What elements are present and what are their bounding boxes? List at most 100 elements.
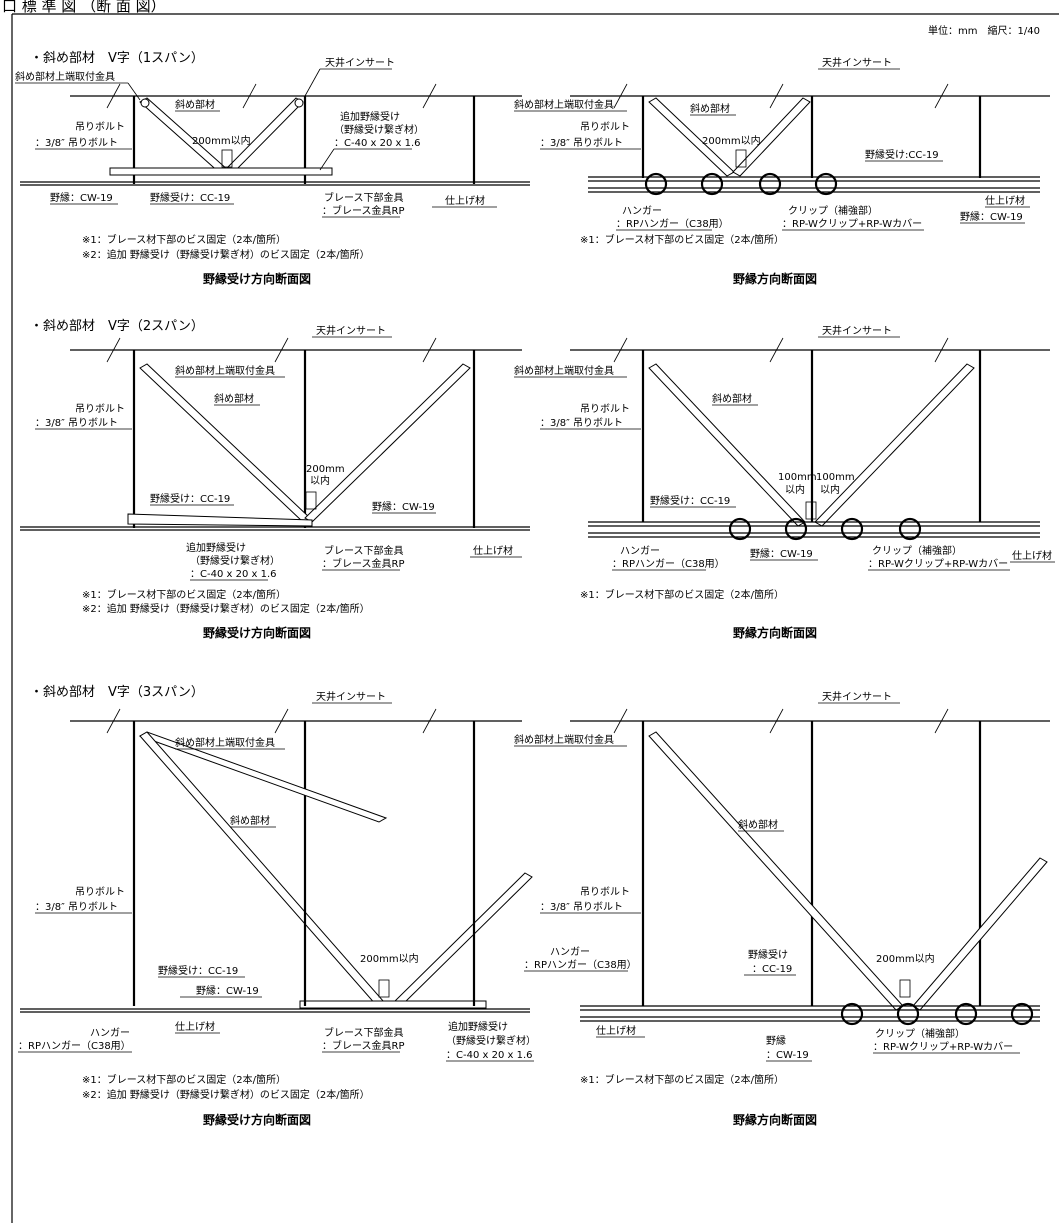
section-2-right-diagram: 天井インサート 斜め部材上端取付金具 斜め部材 吊りボルト ：3/8″ 吊りボル…: [514, 324, 1055, 640]
l2-within-a: 200mm: [306, 464, 345, 475]
l1-brace-top: 斜め部材上端取付金具: [15, 70, 115, 83]
l2-note2: ※2：追加 野縁受け（野縁受け繋ぎ材）のビス固定（2本/箇所）: [82, 602, 370, 615]
l2-brace-top: 斜め部材上端取付金具: [175, 364, 275, 377]
r2-clip1: クリップ（補強部）: [872, 544, 962, 557]
r2-insert: 天井インサート: [822, 324, 892, 337]
r3-nobuchiuke-a: 野縁受け: [748, 948, 788, 961]
r1-bolt2: ：3/8″ 吊りボルト: [540, 137, 623, 149]
l1-bl1: ブレース下部金具: [324, 191, 404, 204]
l2-nobuchi: 野縁：CW-19: [372, 500, 435, 513]
l2-brace: 斜め部材: [214, 392, 254, 405]
r3-clip1: クリップ（補強部）: [875, 1027, 965, 1040]
l3-nobuchi: 野縁：CW-19: [196, 984, 259, 997]
l1-note2: ※2：追加 野縁受け（野縁受け繋ぎ材）のビス固定（2本/箇所）: [82, 248, 370, 261]
section-1-left-diagram: 天井インサート 斜め部材上端取付金具 斜め部材 吊りボルト ：3/8″ 吊りボル…: [15, 56, 530, 286]
l3-within: 200mm以内: [360, 952, 419, 965]
l2-add2: （野縁受け繋ぎ材）: [190, 554, 280, 567]
r2-brace: 斜め部材: [712, 392, 752, 405]
l1-add3: ：C-40 x 20 x 1.6: [334, 138, 421, 149]
l3-add2: （野縁受け繋ぎ材）: [446, 1034, 536, 1047]
l3-insert: 天井インサート: [316, 690, 386, 703]
r3-bolt2: ：3/8″ 吊りボルト: [540, 901, 623, 913]
r3-nobuchiuke-b: ：CC-19: [752, 964, 792, 975]
r2-nobuchi: 野縁：CW-19: [750, 547, 813, 560]
r2-clip2: ：RP-Wクリップ+RP-Wカバー: [868, 558, 1008, 570]
section-1-heading: ・斜め部材 V字（1スパン）: [30, 51, 204, 66]
r1-brace: 斜め部材: [690, 102, 730, 115]
r3-brace-top: 斜め部材上端取付金具: [514, 733, 614, 746]
l1-add2: （野縁受け繋ぎ材）: [334, 123, 424, 136]
r1-clip2: ：RP-Wクリップ+RP-Wカバー: [782, 218, 922, 230]
r1-finish: 仕上げ材: [985, 194, 1025, 207]
r3-hanger1: ハンガー: [550, 946, 590, 958]
l3-title: 野縁受け方向断面図: [203, 1112, 311, 1127]
l1-title: 野縁受け方向断面図: [203, 271, 311, 286]
l1-bolt1: 吊りボルト: [75, 121, 125, 133]
r2-hanger1: ハンガー: [620, 545, 660, 557]
l1-nobuchi: 野縁：CW-19: [50, 191, 113, 204]
l2-add1: 追加野縁受け: [186, 541, 246, 554]
l1-add1: 追加野縁受け: [340, 110, 400, 123]
l2-bl1: ブレース下部金具: [324, 544, 404, 557]
r3-finish: 仕上げ材: [596, 1024, 636, 1037]
r1-brace-top: 斜め部材上端取付金具: [514, 98, 614, 111]
r3-clip2: ：RP-Wクリップ+RP-Wカバー: [873, 1041, 1013, 1053]
l3-finish: 仕上げ材: [175, 1020, 215, 1033]
r2-bolt2: ：3/8″ 吊りボルト: [540, 417, 623, 429]
r1-title: 野縁方向断面図: [733, 271, 817, 286]
l1-within: 200mm以内: [192, 134, 251, 147]
r2-w100b-r: 以内: [820, 483, 840, 496]
l2-bl2: ：ブレース金具RP: [322, 557, 404, 570]
l2-bolt2: ：3/8″ 吊りボルト: [35, 417, 118, 429]
l2-within-b: 以内: [310, 474, 330, 487]
r3-hanger2: ：RPハンガー（C38用）: [524, 959, 637, 971]
l3-brace: 斜め部材: [230, 814, 270, 827]
r3-insert: 天井インサート: [822, 690, 892, 703]
section-3-left-diagram: 天井インサート 斜め部材上端取付金具 斜め部材 吊りボルト ：3/8″ 吊りボル…: [18, 690, 536, 1127]
r3-brace: 斜め部材: [738, 818, 778, 831]
l2-nobuchiuke: 野縁受け：CC-19: [150, 492, 230, 505]
l1-finish: 仕上げ材: [445, 194, 485, 207]
l1-insert: 天井インサート: [325, 56, 395, 69]
l2-title: 野縁受け方向断面図: [203, 625, 311, 640]
r1-note1: ※1：ブレース材下部のビス固定（2本/箇所）: [580, 233, 784, 246]
l3-nobuchiuke: 野縁受け：CC-19: [158, 964, 238, 977]
l3-add3: ：C-40 x 20 x 1.6: [446, 1050, 533, 1061]
l2-add3: ：C-40 x 20 x 1.6: [190, 569, 277, 580]
r2-hanger2: ：RPハンガー（C38用）: [612, 558, 725, 570]
r2-nobuchiuke: 野縁受け：CC-19: [650, 494, 730, 507]
l3-note2: ※2：追加 野縁受け（野縁受け繋ぎ材）のビス固定（2本/箇所）: [82, 1088, 370, 1101]
r2-brace-top: 斜め部材上端取付金具: [514, 364, 614, 377]
section-3-right-diagram: 天井インサート 斜め部材上端取付金具 斜め部材 吊りボルト ：3/8″ 吊りボル…: [514, 690, 1050, 1127]
r1-insert: 天井インサート: [822, 56, 892, 69]
l1-note1: ※1：ブレース材下部のビス固定（2本/箇所）: [82, 233, 286, 246]
r2-title: 野縁方向断面図: [733, 625, 817, 640]
l3-bolt1: 吊りボルト: [75, 886, 125, 898]
l2-note1: ※1：ブレース材下部のビス固定（2本/箇所）: [82, 588, 286, 601]
l3-bolt2: ：3/8″ 吊りボルト: [35, 901, 118, 913]
r2-w100a-l: 100mm: [778, 472, 817, 483]
l3-hanger2: ：RPハンガー（C38用）: [18, 1040, 131, 1052]
l2-bolt1: 吊りボルト: [75, 403, 125, 415]
l1-brace: 斜め部材: [175, 98, 215, 111]
scale-note: 単位：mm 縮尺：1/40: [928, 24, 1040, 37]
r1-hanger1: ハンガー: [622, 205, 662, 217]
l3-hanger1: ハンガー: [90, 1027, 130, 1039]
l1-bolt2: ：3/8″ 吊りボルト: [35, 137, 118, 149]
section-2-heading: ・斜め部材 V字（2スパン）: [30, 319, 204, 334]
r1-hanger2: ：RPハンガー（C38用）: [616, 218, 729, 230]
r3-nobuchi-b: ：CW-19: [766, 1050, 809, 1061]
section-3-heading: ・斜め部材 V字（3スパン）: [30, 685, 204, 700]
l3-bl2: ：ブレース金具RP: [322, 1039, 404, 1052]
l3-brace-top: 斜め部材上端取付金具: [175, 736, 275, 749]
sheet-header: 口 標 準 図 （断 面 図）: [2, 0, 166, 15]
l3-add1: 追加野縁受け: [448, 1020, 508, 1033]
l1-bl2: ：ブレース金具RP: [322, 204, 404, 217]
l1-nobuchiuke: 野縁受け：CC-19: [150, 191, 230, 204]
r1-clip1: クリップ（補強部）: [788, 204, 878, 217]
r1-bolt1: 吊りボルト: [580, 121, 630, 133]
r2-w100a-r: 100mm: [816, 472, 855, 483]
r3-nobuchi-a: 野縁: [766, 1034, 786, 1047]
r2-finish: 仕上げ材: [1012, 549, 1052, 562]
